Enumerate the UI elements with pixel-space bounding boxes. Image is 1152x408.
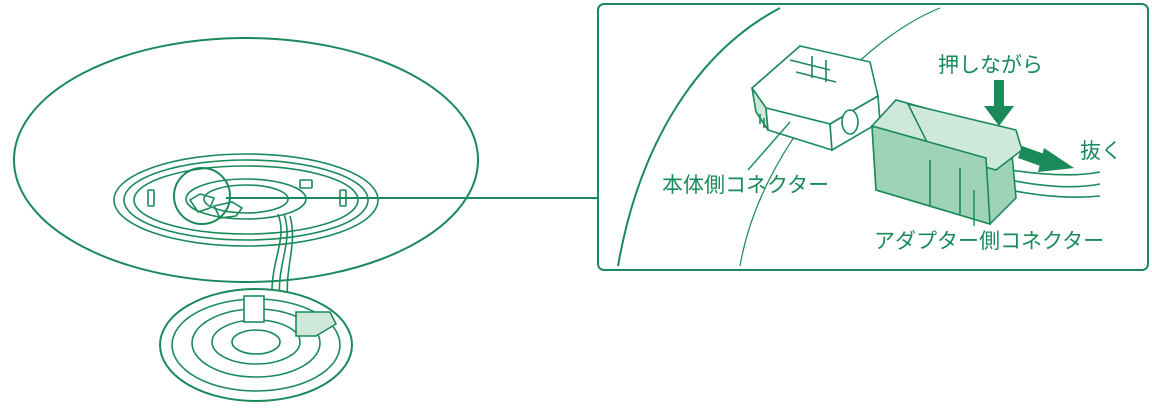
- body-connector-ridges: [759, 56, 837, 128]
- arrow-right-icon: [1018, 146, 1074, 172]
- plug-cable-2: [1009, 179, 1101, 188]
- body-side-connector: [750, 45, 881, 152]
- label-press-while: 押しながら: [938, 53, 1043, 77]
- body-connector-leader: [747, 121, 791, 171]
- body-connector-port: [841, 109, 859, 135]
- base-ring-outer: [113, 153, 379, 247]
- zoom-circle: [173, 167, 231, 225]
- adapter-stem: [243, 295, 265, 323]
- adapter-plate: [159, 288, 353, 402]
- base-ring-3: [133, 165, 359, 235]
- plug-cable-1: [1009, 169, 1101, 176]
- arrow-down-icon: [984, 80, 1014, 126]
- adapter-cable-1: [271, 213, 282, 301]
- base-ring-2: [123, 159, 369, 241]
- plug-cable-3: [1009, 189, 1101, 198]
- adapter-connector-block: [295, 311, 338, 337]
- adapter-ring-4: [231, 329, 281, 355]
- adapter-side-connector: [870, 99, 1101, 226]
- label-pull-out: 抜く: [1080, 139, 1122, 163]
- connector-detail: [188, 193, 244, 219]
- ceiling-light-fixture: [13, 37, 598, 305]
- ring-slot-top: [299, 179, 313, 189]
- ring-slot-left: [147, 189, 155, 207]
- zoom-detail-panel: 押しながら 抜く 本体側コネクター アダプター側コネクター: [597, 3, 1149, 271]
- label-adapter-connector: アダプター側コネクター: [874, 229, 1104, 253]
- surface-curve-outer: [617, 7, 781, 267]
- label-body-connector: 本体側コネクター: [662, 173, 829, 197]
- plug-detail-lines: [929, 160, 961, 214]
